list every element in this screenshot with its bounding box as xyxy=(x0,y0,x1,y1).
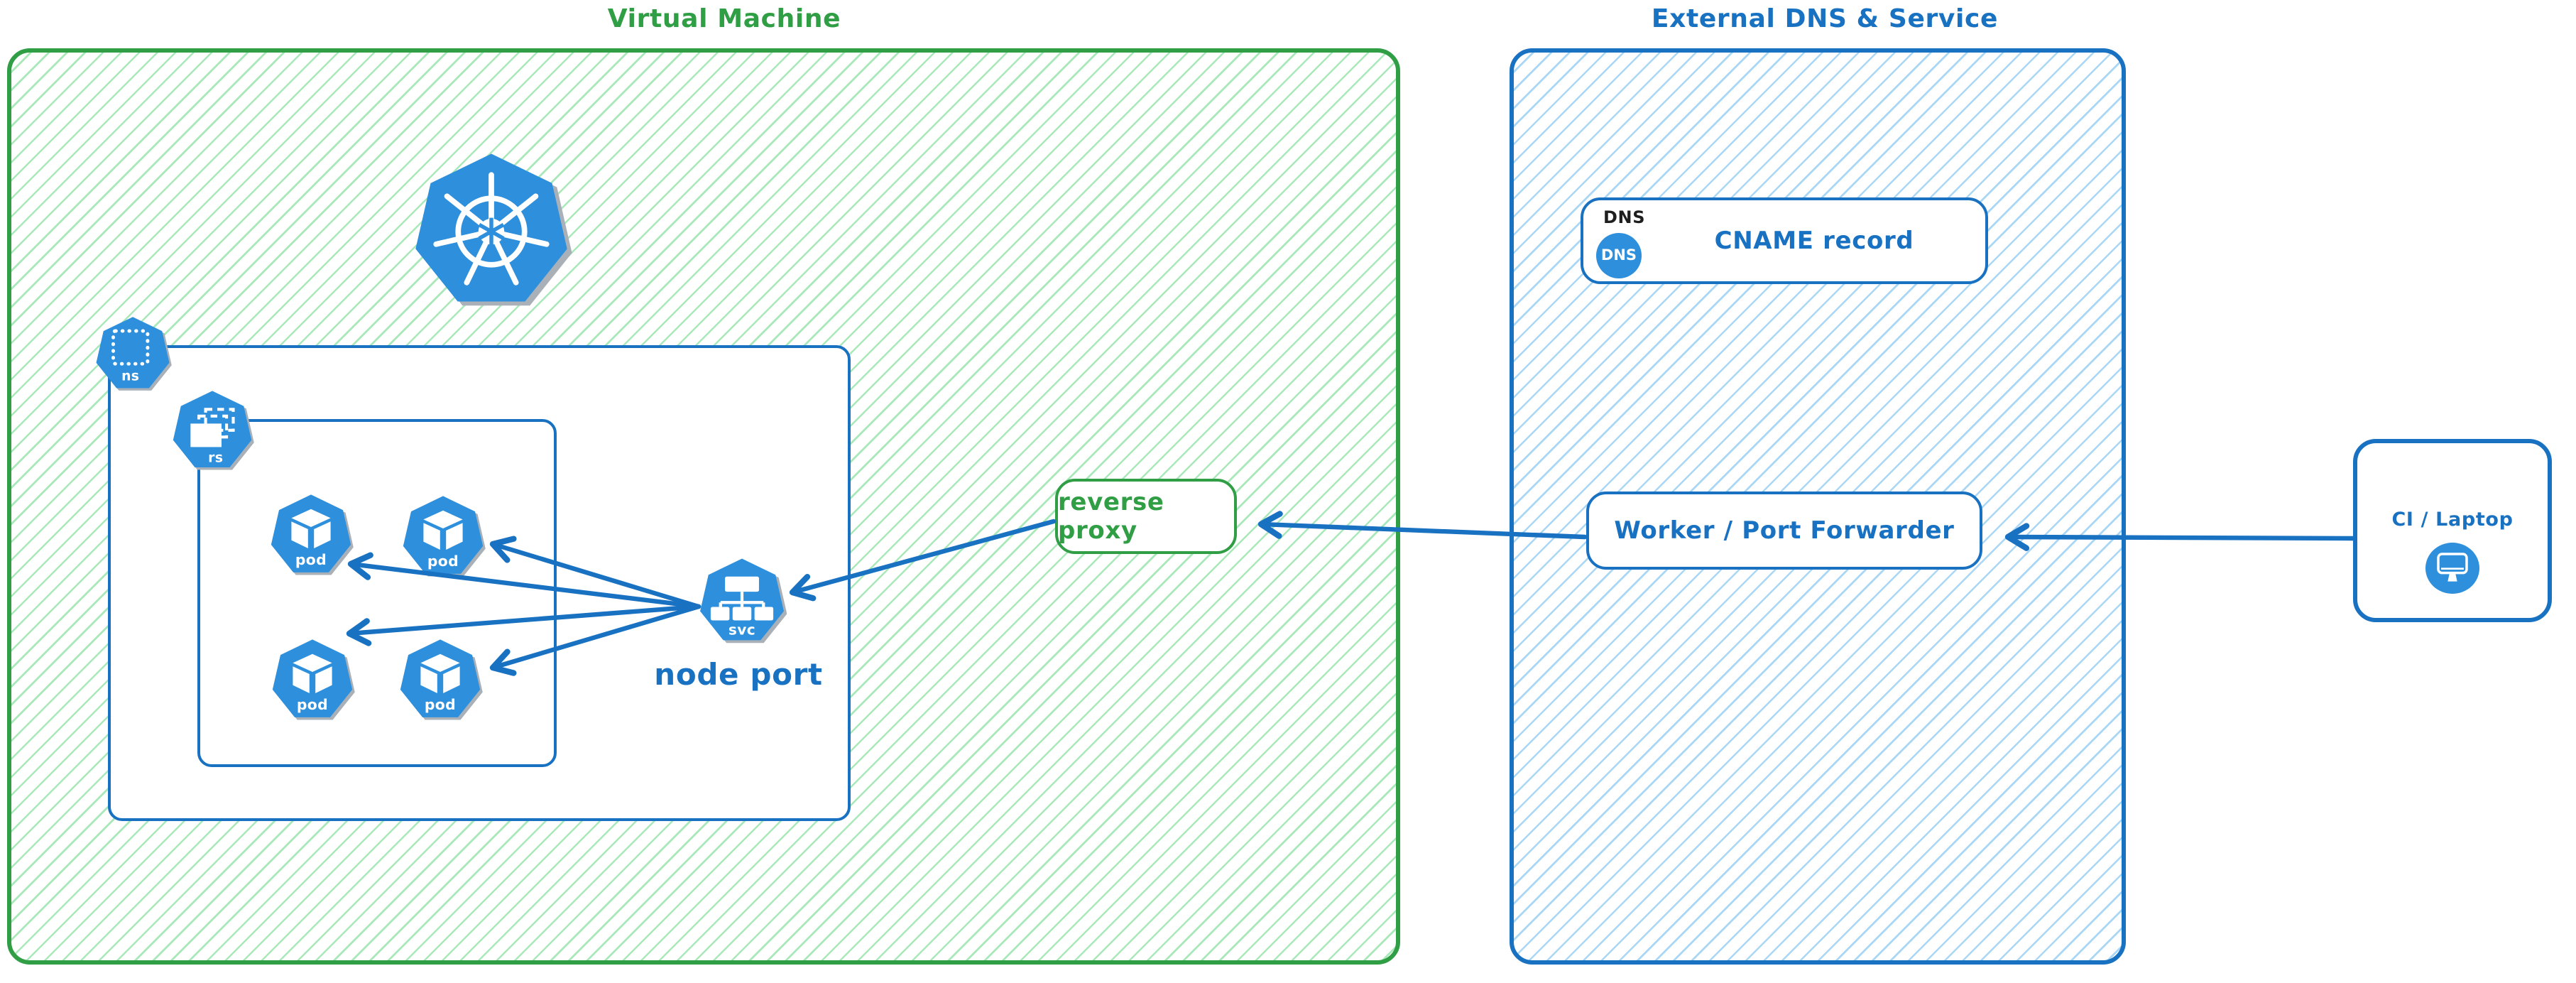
worker-port-forwarder-label: Worker / Port Forwarder xyxy=(1614,516,1955,545)
external-dns-title: External DNS & Service xyxy=(1651,4,1999,34)
ci-laptop-label: CI / Laptop xyxy=(2391,509,2514,531)
namespace-icon: ns xyxy=(96,317,172,391)
service-icon: svc xyxy=(700,558,787,643)
service-icon-label: svc xyxy=(728,621,755,639)
worker-port-forwarder-box: Worker / Port Forwarder xyxy=(1586,492,1982,570)
pod-icon-label: pod xyxy=(297,696,328,713)
monitor-icon xyxy=(2425,543,2479,594)
dns-record-box: DNS DNS CNAME record xyxy=(1581,197,1988,284)
pod-icon-label: pod xyxy=(425,696,456,713)
reverse-proxy-box: reverse proxy xyxy=(1055,479,1237,554)
pod-icon: pod xyxy=(403,496,486,577)
replicaset-icon-label: rs xyxy=(208,450,223,466)
dns-tag-label: DNS xyxy=(1603,207,1646,227)
kubernetes-logo-icon xyxy=(415,153,572,306)
pod-icon-label: pod xyxy=(295,551,327,568)
pod-icon: pod xyxy=(271,494,354,575)
virtual-machine-title: Virtual Machine xyxy=(607,4,841,34)
dns-badge-icon: DNS xyxy=(1596,233,1642,278)
dns-badge-label: DNS xyxy=(1600,247,1637,264)
reverse-proxy-label: reverse proxy xyxy=(1058,488,1164,545)
cname-record-label: CNAME record xyxy=(1714,227,1914,255)
node-port-label: node port xyxy=(654,658,823,692)
pod-icon: pod xyxy=(400,639,483,720)
pod-icon-label: pod xyxy=(427,553,459,570)
namespace-icon-label: ns xyxy=(121,369,139,384)
ci-laptop-box: CI / Laptop xyxy=(2353,439,2552,622)
pod-icon: pod xyxy=(272,639,355,720)
replicaset-icon: rs xyxy=(173,391,254,470)
